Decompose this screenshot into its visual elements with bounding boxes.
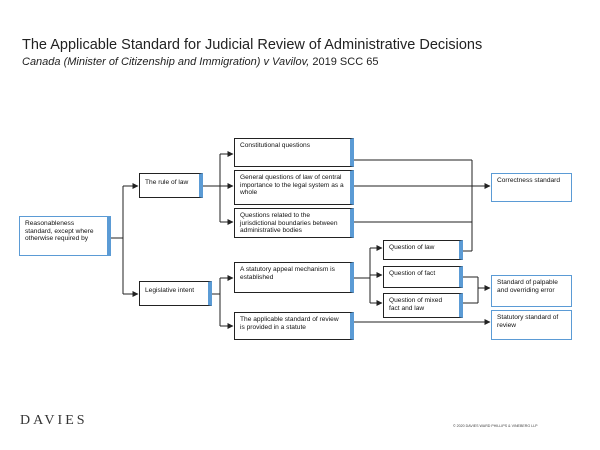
- legislative-intent-box: Legislative intent: [139, 281, 212, 306]
- statutory-standard-box: Statutory standard of review: [491, 310, 572, 340]
- jurisdictional-questions-box: Questions related to the jurisdictional …: [234, 208, 354, 238]
- davies-logo: DAVIES: [20, 413, 88, 428]
- page-title: The Applicable Standard for Judicial Rev…: [22, 37, 483, 53]
- rule-of-law-box: The rule of law: [139, 173, 203, 198]
- question-of-law-box: Question of law: [383, 240, 463, 260]
- case-citation: 2019 SCC 65: [312, 56, 379, 68]
- statutory-appeal-box: A statutory appeal mechanism is establis…: [234, 262, 354, 293]
- case-name: Canada (Minister of Citizenship and Immi…: [22, 56, 310, 68]
- general-questions-box: General questions of law of central impo…: [234, 170, 354, 205]
- statute-standard-box: The applicable standard of review is pro…: [234, 312, 354, 340]
- constitutional-questions-box: Constitutional questions: [234, 138, 354, 167]
- page-subtitle: Canada (Minister of Citizenship and Immi…: [22, 56, 378, 68]
- reasonableness-box: Reasonableness standard, except where ot…: [19, 216, 111, 256]
- palpable-error-standard-box: Standard of palpable and overriding erro…: [491, 275, 572, 307]
- question-of-fact-box: Question of fact: [383, 266, 463, 288]
- correctness-standard-box: Correctness standard: [491, 173, 572, 202]
- question-of-mixed-box: Question of mixed fact and law: [383, 293, 463, 318]
- copyright-notice: © 2020 DAVIES WARD PHILLIPS & VINEBERG L…: [453, 424, 538, 428]
